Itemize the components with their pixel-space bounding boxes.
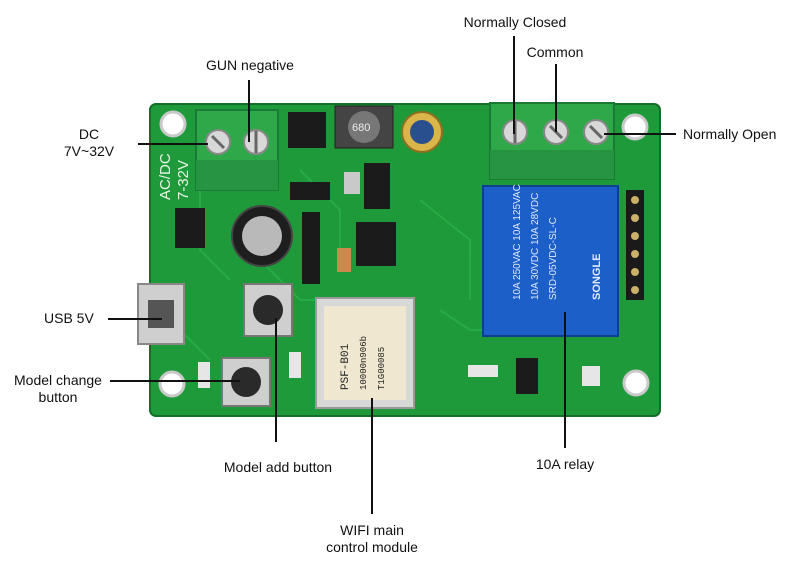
inductor-print: 680: [352, 122, 370, 134]
component: [289, 352, 301, 378]
mount-hole: [159, 110, 187, 138]
capacitor-small: [401, 111, 443, 153]
ic-chip: [288, 112, 326, 148]
label-model-change: Model change button: [2, 372, 114, 406]
label-dc: DC 7V~32V: [44, 126, 134, 160]
component: [344, 172, 360, 194]
relay: 10A 250VAC 10A 125VAC 10A 30VDC 10A 28VD…: [482, 184, 619, 337]
label-wifi-line2: control module: [326, 539, 418, 555]
usb-port: [137, 283, 185, 345]
relay-terminal-block: [489, 102, 615, 180]
leader-model-change: [110, 380, 240, 382]
relay-print-1: 10A 250VAC 10A 125VAC: [512, 184, 523, 300]
pin-header: [302, 212, 320, 284]
capacitor-large: [231, 205, 293, 267]
label-model-change-line1: Model change: [14, 372, 102, 388]
label-gun-negative: GUN negative: [206, 57, 294, 73]
silkscreen-acdc: AC/DC: [157, 153, 174, 200]
label-wifi: WIFI main control module: [306, 522, 438, 556]
leader-relay: [564, 312, 566, 448]
module-print-1: PSF-B01: [340, 343, 352, 390]
label-model-change-line2: button: [38, 389, 78, 405]
inductor: 680: [334, 105, 394, 149]
leader-model-add: [275, 318, 277, 442]
mount-hole: [621, 113, 649, 141]
ic-chip: [516, 358, 538, 394]
leader-usb: [108, 318, 162, 320]
leader-wifi: [371, 398, 373, 514]
label-dc-line2: 7V~32V: [63, 143, 115, 159]
ic-chip: [175, 208, 205, 248]
module-print-3: T1G00085: [377, 347, 387, 390]
label-usb: USB 5V: [44, 310, 94, 326]
component: [468, 365, 498, 377]
model-change-button-part: [221, 357, 271, 407]
leader-normally-open: [604, 133, 676, 135]
relay-print-2: 10A 30VDC 10A 28VDC: [530, 193, 541, 300]
ic-chip: [364, 163, 390, 209]
mount-hole: [158, 370, 186, 398]
relay-print-3: SRD-05VDC-SL-C: [548, 217, 559, 300]
ic-chip: [356, 222, 396, 266]
label-relay: 10A relay: [535, 456, 595, 472]
mount-hole: [622, 369, 650, 397]
component: [337, 248, 351, 272]
relay-brand: SONGLE: [591, 254, 603, 300]
header-pins: [626, 190, 644, 300]
label-dc-line1: DC: [78, 126, 100, 142]
label-normally-closed: Normally Closed: [463, 14, 567, 30]
model-add-button-part: [243, 283, 293, 337]
component: [582, 366, 600, 386]
label-model-add: Model add button: [223, 459, 333, 475]
module-print-2: 10000n906b: [359, 336, 369, 390]
leader-normally-closed: [513, 36, 515, 134]
component: [198, 362, 210, 388]
label-wifi-line1: WIFI main: [340, 522, 404, 538]
wifi-module: PSF-B01 10000n906b T1G00085: [315, 297, 415, 409]
leader-gun-negative: [248, 80, 250, 142]
label-normally-open: Normally Open: [683, 126, 777, 142]
silkscreen-voltage: 7-32V: [175, 160, 192, 200]
component: [290, 182, 330, 200]
leader-common: [555, 64, 557, 132]
label-common: Common: [526, 44, 584, 60]
dc-terminal-block: [195, 109, 279, 191]
leader-dc: [138, 143, 208, 145]
